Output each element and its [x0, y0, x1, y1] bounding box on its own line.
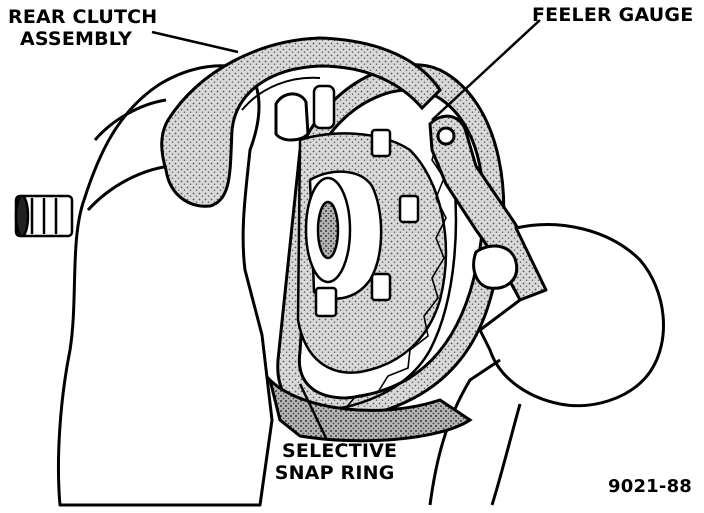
figure-number: 9021-88	[608, 476, 693, 497]
input-shaft	[14, 194, 74, 238]
right-hand	[428, 223, 665, 506]
rear-clutch-label-line2: ASSEMBLY	[20, 28, 133, 50]
rear-clutch-arc	[160, 36, 442, 208]
snap-ring-teeth	[325, 139, 458, 412]
snap-ring-label-line1: SELECTIVE	[282, 440, 398, 462]
snap-ring-label-line2: SNAP RING	[274, 462, 395, 484]
clutch-hub	[296, 84, 448, 374]
leader-lines	[151, 19, 541, 439]
feeler-gauge-label: FEELER GAUGE	[532, 4, 694, 26]
thumb	[274, 92, 310, 142]
selective-snap-ring-label: SELECTIVE SNAP RING	[272, 440, 397, 484]
leader-feeler-gauge	[431, 19, 541, 121]
rear-clutch-assembly-label: REAR CLUTCH ASSEMBLY	[8, 6, 157, 50]
rear-clutch-label-line1: REAR CLUTCH	[8, 6, 158, 28]
leader-rear-clutch	[151, 30, 239, 54]
leader-snap-ring	[298, 383, 328, 439]
